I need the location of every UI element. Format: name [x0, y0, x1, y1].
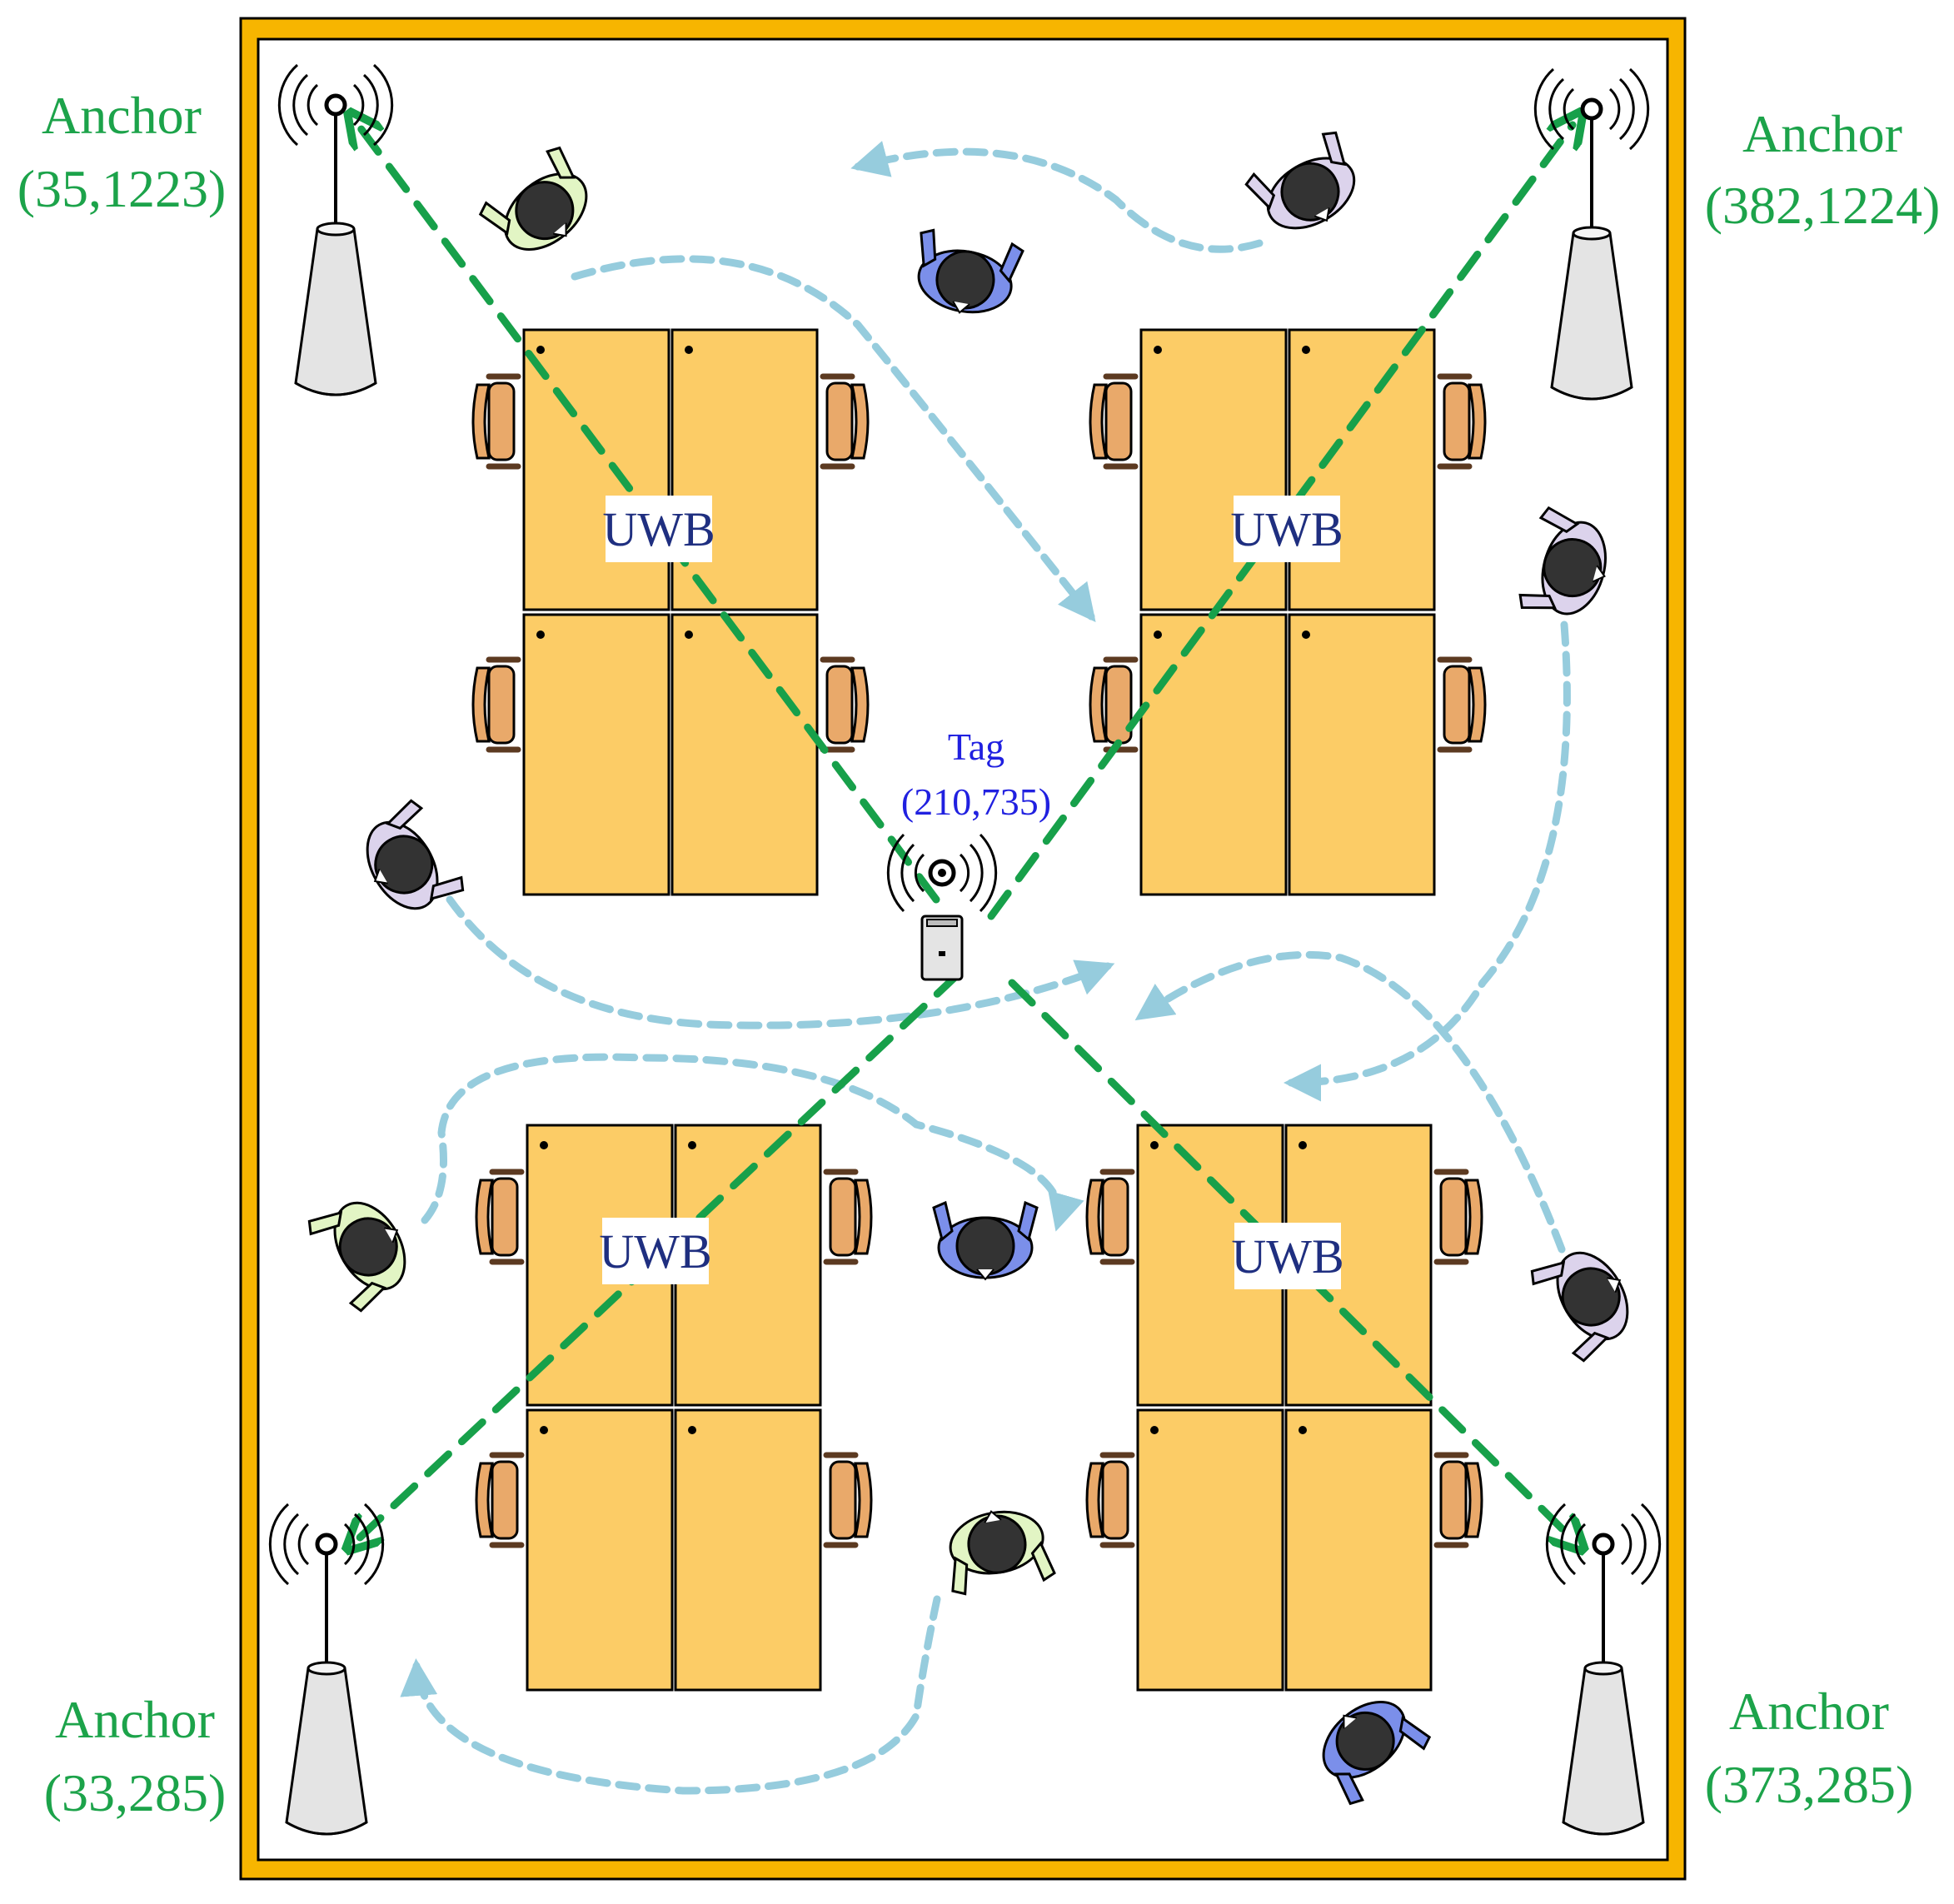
walk-path: [446, 895, 1115, 1029]
walking-paths: [400, 141, 1571, 1795]
anchor-label-top-left: Anchor: [42, 86, 202, 145]
svg-text:UWB: UWB: [1230, 502, 1343, 556]
tag-device-icon: [886, 833, 998, 981]
walk-path: [571, 255, 1096, 623]
uwb-label: UWB: [1231, 1223, 1344, 1289]
uwb-line-bottom-left: [358, 970, 962, 1539]
anchor-label-bottom-right: Anchor: [1729, 1682, 1889, 1741]
walk-path: [400, 1595, 941, 1795]
svg-text:UWB: UWB: [1231, 1229, 1343, 1283]
anchor-coords-top-right: (382,1224): [1705, 176, 1941, 235]
anchor-label-bottom-left: Anchor: [55, 1690, 215, 1749]
walk-path: [850, 141, 1264, 253]
anchor-coords-bottom-right: (373,285): [1705, 1755, 1914, 1814]
walk-path: [421, 1053, 1084, 1232]
walk-path: [1134, 950, 1566, 1254]
svg-text:UWB: UWB: [599, 1224, 711, 1278]
anchor-coords-bottom-left: (33,285): [44, 1763, 227, 1822]
uwb-label: UWB: [1230, 496, 1343, 562]
uwb-label: UWB: [602, 496, 715, 562]
uwb-label: UWB: [599, 1218, 712, 1284]
walk-path: [1284, 621, 1571, 1102]
tag-label: Tag: [948, 725, 1004, 768]
anchor-coords-top-left: (35,1223): [17, 159, 227, 218]
svg-text:UWB: UWB: [602, 502, 715, 556]
anchor-label-top-right: Anchor: [1742, 104, 1902, 163]
tag-coordinates: (210,735): [901, 780, 1051, 823]
